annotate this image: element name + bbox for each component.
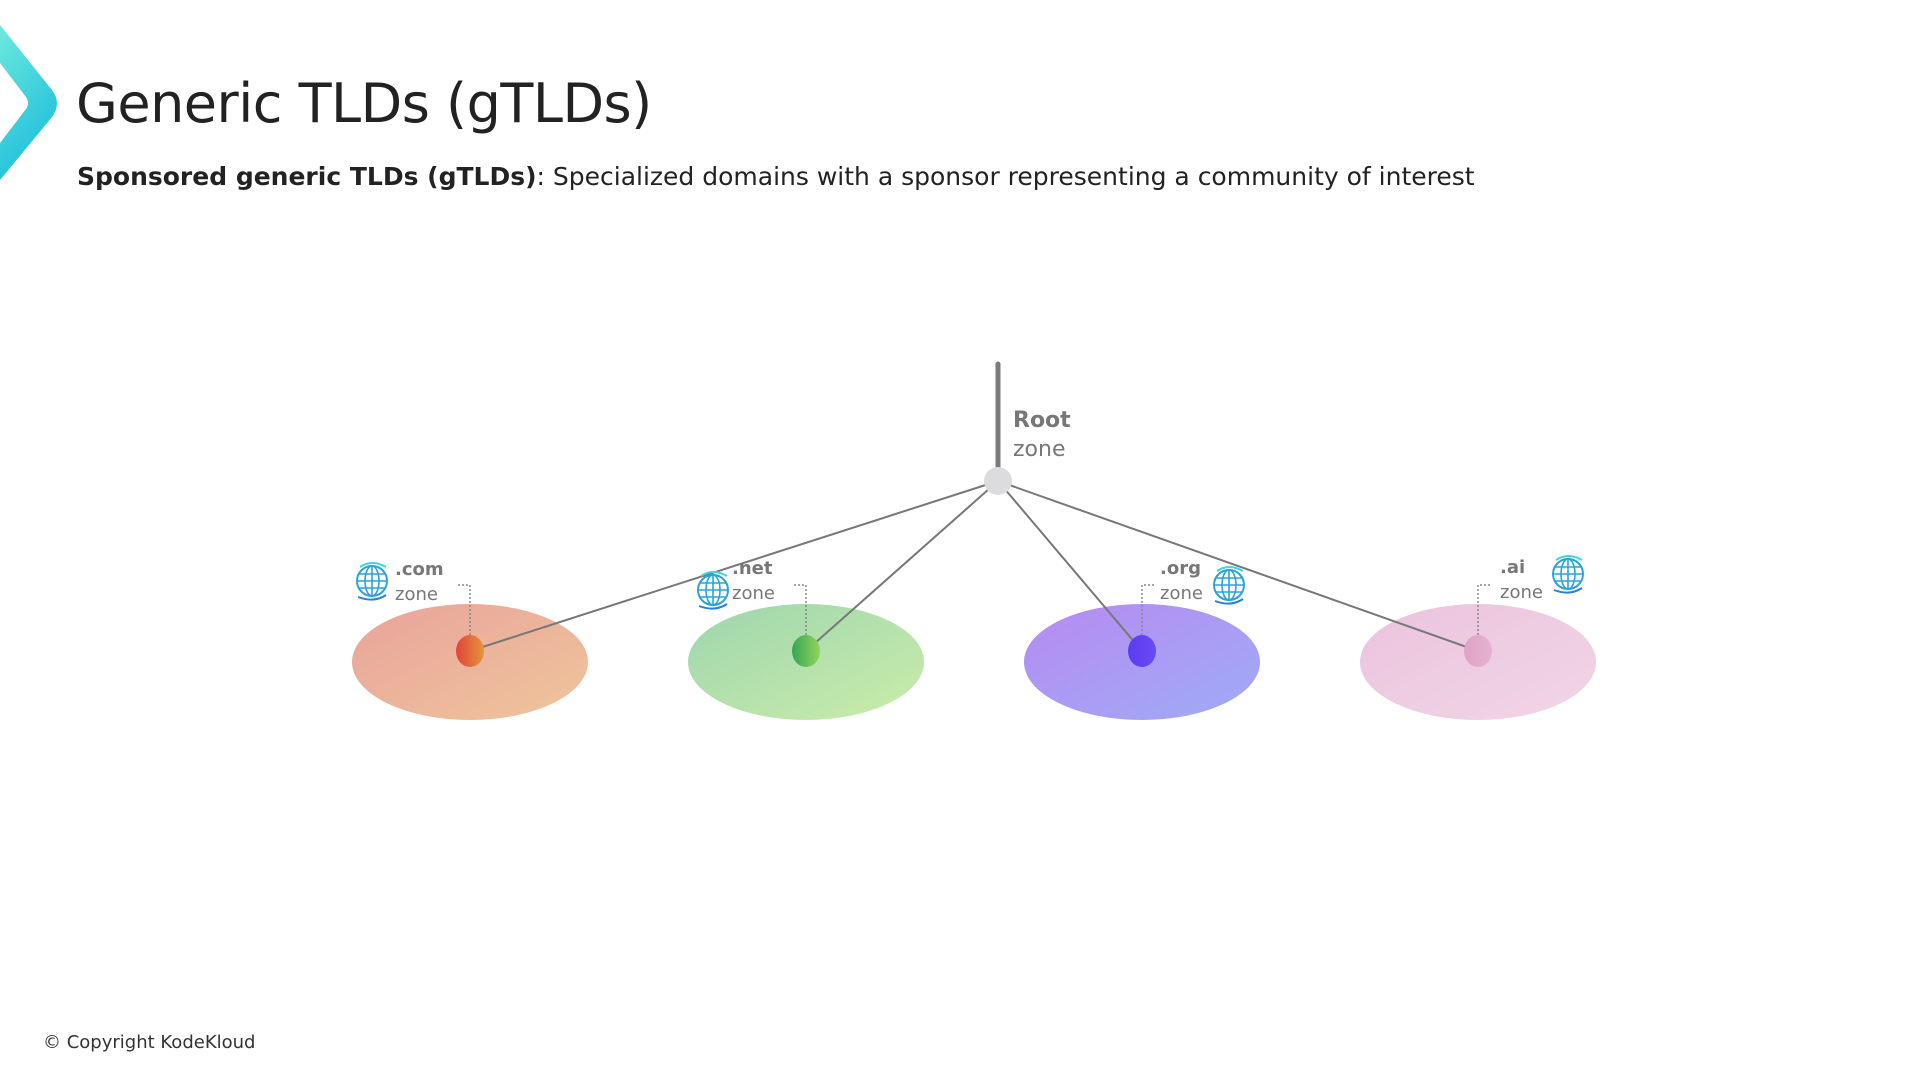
- label-connector: [1141, 584, 1154, 638]
- globe-icon: [1552, 555, 1584, 594]
- label-connector: [458, 584, 471, 638]
- subtitle-term: Sponsored generic TLDs (gTLDs): [77, 162, 537, 191]
- root-label: Root: [1013, 408, 1071, 433]
- zone-node-com: [456, 635, 484, 667]
- root-link-org: [997, 480, 1143, 652]
- kodekloud-logo-chevron-icon: [0, 25, 57, 180]
- root-link-com: [469, 480, 999, 652]
- root-link-net: [805, 480, 999, 652]
- zone-node-ai: [1464, 635, 1492, 667]
- subtitle-description: : Specialized domains with a sponsor rep…: [536, 162, 1475, 191]
- zone-sublabel: zone: [1500, 582, 1543, 603]
- label-connector: [794, 584, 807, 638]
- zone-label: .org: [1160, 558, 1201, 579]
- root-node: [984, 467, 1012, 495]
- zone-node-net: [792, 635, 820, 667]
- globe-icon: [356, 562, 388, 601]
- zone-node-org: [1128, 635, 1156, 667]
- zone-sublabel: zone: [732, 583, 775, 604]
- page-subtitle: Sponsored generic TLDs (gTLDs): Speciali…: [77, 162, 1475, 191]
- zone-sublabel: zone: [1160, 583, 1203, 604]
- zone-label: .net: [732, 558, 773, 579]
- copyright-footer: © Copyright KodeKloud: [43, 1032, 256, 1053]
- page-title: Generic TLDs (gTLDs): [76, 72, 652, 135]
- root-sublabel: zone: [1013, 437, 1066, 462]
- zone-label: .ai: [1500, 557, 1525, 578]
- root-link-ai: [997, 480, 1479, 652]
- zone-sublabel: zone: [395, 584, 438, 605]
- globe-icon: [1213, 566, 1245, 605]
- label-connector: [1477, 584, 1490, 638]
- zone-label: .com: [395, 559, 444, 580]
- globe-icon: [697, 571, 729, 610]
